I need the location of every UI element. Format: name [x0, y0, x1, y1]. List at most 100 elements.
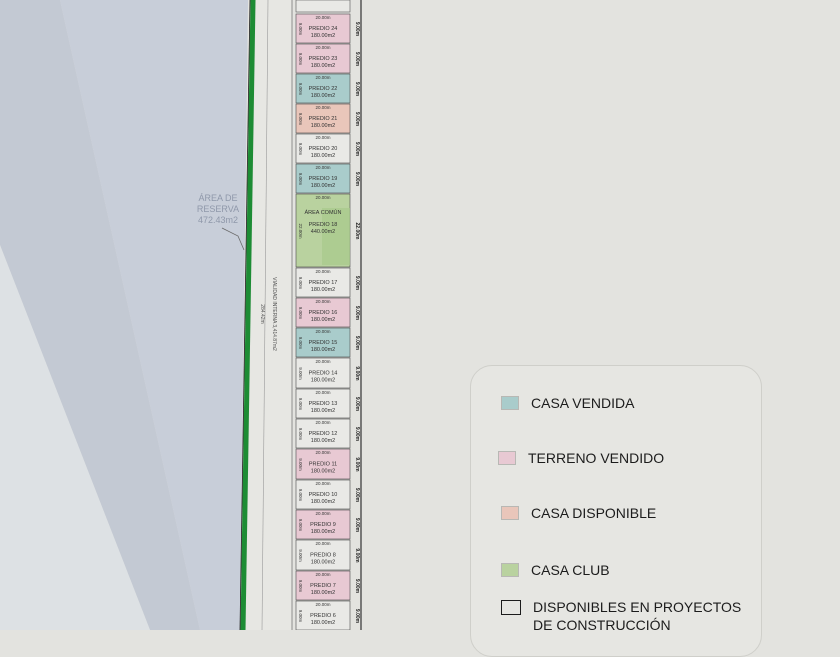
- lot-shape: [295, 43, 351, 74]
- road-length: 284.42m: [259, 304, 265, 323]
- lot-width-dim: 20.00m: [315, 481, 330, 486]
- reserve-leader-line: [221, 227, 245, 251]
- lot-width-dim: 20.00m: [315, 165, 330, 170]
- lot-shape: [295, 133, 351, 164]
- legend-swatch: [501, 600, 521, 615]
- lot-area: 180.00m2: [311, 620, 335, 626]
- lot-name: PREDIO 18: [309, 222, 338, 228]
- lot-name: PREDIO 9: [310, 522, 336, 528]
- lot-shape: [295, 297, 351, 328]
- lot-width-dim: 20.00m: [315, 105, 330, 110]
- lot-name: PREDIO 24: [309, 26, 338, 32]
- reserve-area-value: 472.43m2: [198, 215, 238, 225]
- legend-item-3: CASA DISPONIBLE: [501, 504, 656, 522]
- lot-depth-dim-left: 9.00m: [298, 428, 303, 441]
- lot-area: 180.00m2: [311, 93, 335, 99]
- lot-width-dim: 20.00m: [315, 329, 330, 334]
- lot-depth-dim-right: 9.00m: [354, 366, 360, 381]
- legend-swatch: [498, 451, 516, 465]
- lot-shape: [295, 327, 351, 358]
- lot-depth-dim-right: 22.00m: [354, 223, 360, 241]
- legend-label: CASA VENDIDA: [531, 395, 635, 411]
- lot-depth-dim-left: 9.00m: [298, 23, 303, 36]
- lot-depth-dim-left: 9.00m: [298, 489, 303, 502]
- lot-area: 180.00m2: [311, 560, 335, 566]
- lot-depth-dim-left: 9.00m: [298, 458, 303, 471]
- lot-depth-dim-left: 9.00m: [298, 53, 303, 66]
- lot-depth-dim-right: 9.00m: [354, 427, 360, 442]
- legend-label: DISPONIBLES EN PROYECTOS DE CONSTRUCCIÓN: [533, 599, 742, 633]
- lot-width-dim: 20.00m: [315, 299, 330, 304]
- lot-depth-dim-right: 9.00m: [354, 548, 360, 563]
- site-plan: ÁREA DE RESERVA 472.43m2 VIALIDAD INTERN…: [0, 0, 362, 630]
- lot-shape: [295, 267, 351, 298]
- lot-depth-dim-right: 9.00m: [354, 142, 360, 157]
- road-label: VIALIDAD INTERNA 3,414.87m2: [271, 277, 277, 351]
- lot-name: PREDIO 21: [309, 116, 338, 122]
- lot-name: PREDIO 15: [309, 340, 338, 346]
- legend-label: CASA DISPONIBLE: [531, 505, 657, 521]
- lot-depth-dim-left: 9.00m: [298, 549, 303, 562]
- lot-shape: [295, 539, 351, 571]
- lot-shape: [295, 600, 351, 630]
- lot-width-dim: 20.00m: [315, 390, 330, 395]
- lot-width-dim: 20.00m: [315, 15, 330, 20]
- lot-depth-dim-right: 9.00m: [354, 172, 360, 187]
- lot-fragment-top: [295, 0, 351, 13]
- lot-width-dim: 20.00m: [315, 75, 330, 80]
- lot-area: 180.00m2: [311, 378, 335, 384]
- lot-area: 180.00m2: [311, 347, 335, 353]
- lot-area: 180.00m2: [311, 183, 335, 189]
- lot-shape: [295, 357, 351, 389]
- legend-item-2: TERRENO VENDIDO: [498, 449, 664, 467]
- lot-width-dim: 20.00m: [315, 541, 330, 546]
- lot-shape: [295, 448, 351, 480]
- lot-depth-dim-left: 9.00m: [298, 277, 303, 290]
- lot-width-dim: 20.00m: [315, 420, 330, 425]
- lot-width-dim: 20.00m: [315, 450, 330, 455]
- lot-shape: [295, 73, 351, 104]
- lot-area: 180.00m2: [311, 408, 335, 414]
- lot-shape: [295, 509, 351, 540]
- lot-name: PREDIO 23: [309, 56, 338, 62]
- lot-width-dim: 20.00m: [315, 511, 330, 516]
- lot-width-dim: 20.00m: [315, 195, 330, 200]
- lot-area: 180.00m2: [311, 438, 335, 444]
- boundary-edge: [239, 0, 251, 630]
- lot-depth-dim-left: 9.00m: [298, 83, 303, 96]
- lot-area: 180.00m2: [311, 33, 335, 39]
- lot-name: PREDIO 22: [309, 86, 338, 92]
- reserve-area-core: [60, 0, 248, 630]
- lot-depth-dim-right: 9.00m: [354, 488, 360, 503]
- reserve-label-line1: ÁREA DE: [198, 193, 237, 203]
- lot-shape: [295, 418, 351, 449]
- green-boundary-line: [240, 0, 256, 630]
- lot-depth-dim-right: 9.00m: [354, 457, 360, 472]
- lot-area: 180.00m2: [311, 317, 335, 323]
- lot-shape: [295, 103, 351, 134]
- lot-area: 180.00m2: [311, 529, 335, 535]
- lot-width-dim: 20.00m: [315, 359, 330, 364]
- lot-width-dim: 20.00m: [315, 135, 330, 140]
- lot-name: PREDIO 17: [309, 280, 338, 286]
